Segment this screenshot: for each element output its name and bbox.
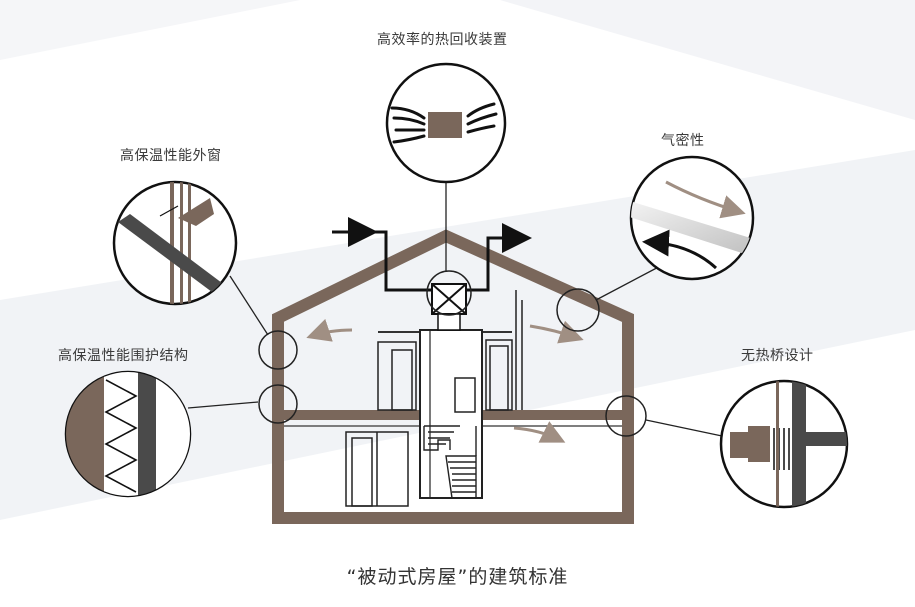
detail-window (112, 180, 238, 306)
detail-thermal-bridge (719, 379, 849, 509)
interior-airflow (306, 318, 584, 443)
ground-door (345, 431, 409, 507)
heat-recovery-unit (431, 283, 467, 331)
detail-heat-recovery (385, 62, 507, 184)
detail-airtight (629, 155, 755, 281)
diagram-caption: “被动式房屋”的建筑标准 (346, 566, 569, 588)
detail-envelope (64, 370, 192, 498)
upper-door-left (377, 341, 417, 411)
label-airtight: 气密性 (661, 133, 705, 149)
upper-door-right (485, 339, 513, 411)
house (272, 217, 634, 524)
staircase (423, 425, 483, 499)
central-duct (419, 329, 483, 499)
label-window: 高保温性能外窗 (120, 148, 222, 164)
highlight-circles (258, 270, 647, 437)
label-no-thermal-bridge: 无热桥设计 (741, 348, 814, 364)
label-heat-recovery: 高效率的热回收装置 (377, 32, 508, 48)
label-envelope: 高保温性能围护结构 (58, 348, 189, 364)
